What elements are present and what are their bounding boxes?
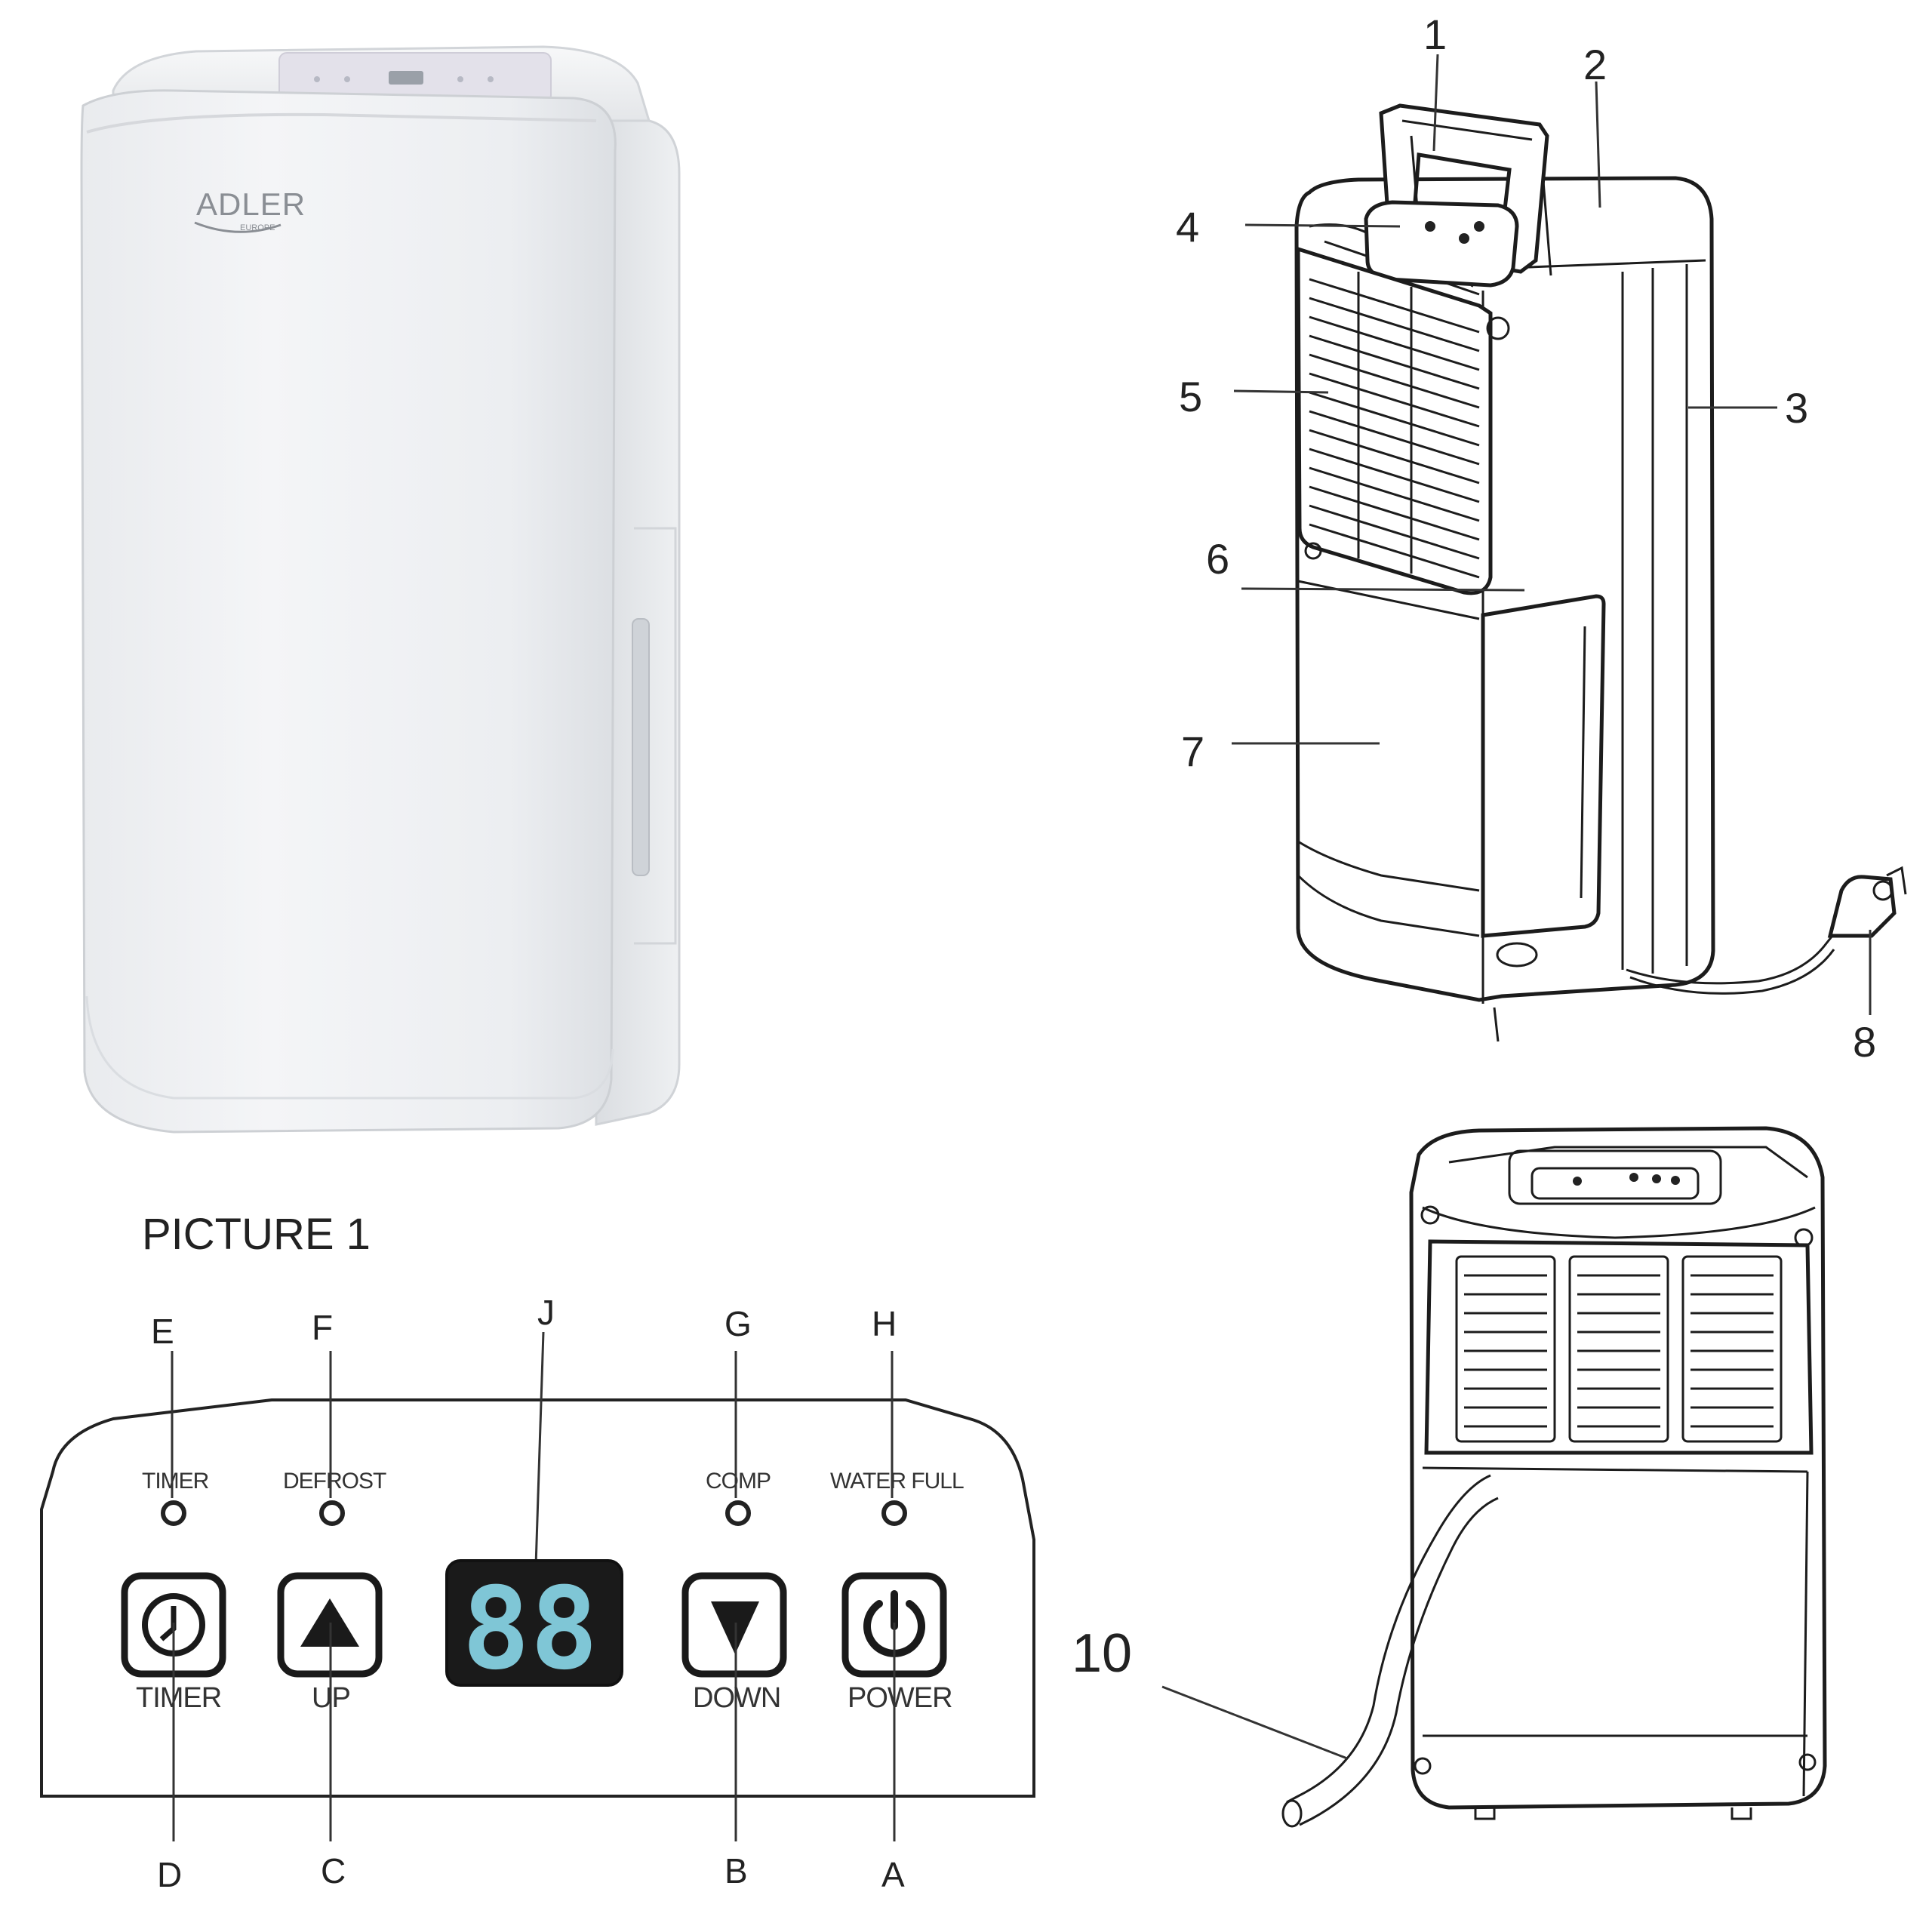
water-full-indicator-led	[881, 1500, 907, 1526]
defrost-indicator-led	[319, 1500, 345, 1526]
indicator-label-defrost: DEFROST	[283, 1469, 386, 1494]
callout-3: 3	[1785, 384, 1808, 432]
letter-b: B	[724, 1851, 748, 1890]
letter-g: G	[724, 1304, 752, 1343]
indicator-label-comp: COMP	[706, 1469, 771, 1494]
hose-callout: 10	[1072, 1623, 1348, 1760]
letter-j: J	[537, 1293, 555, 1332]
letter-d: D	[157, 1855, 182, 1894]
picture-title: PICTURE 1	[142, 1210, 371, 1259]
indicator-label-timer: TIMER	[142, 1469, 209, 1494]
timer-indicator-led	[161, 1500, 186, 1526]
callout-6: 6	[1206, 535, 1229, 583]
digital-display	[445, 1559, 623, 1687]
control-panel-outline	[40, 1398, 1035, 1798]
down-button[interactable]	[681, 1572, 787, 1678]
letter-e: E	[151, 1312, 174, 1351]
letter-f: F	[312, 1308, 333, 1347]
rear-view-callouts: 1 2 3 4 5 6 7 8	[1176, 11, 1876, 1066]
indicator-label-water-full: WATER FULL	[830, 1469, 964, 1494]
brand-subtitle: EUROPE	[240, 223, 275, 232]
control-panel-figure: PICTURE 1 E F J G H TIMER DEFROST COMP W…	[40, 1210, 1035, 1894]
letter-c: C	[321, 1851, 346, 1890]
callout-7: 7	[1181, 728, 1204, 775]
timer-button-label: TIMER	[136, 1682, 221, 1714]
display-digits: 88	[462, 1564, 598, 1695]
callout-10: 10	[1072, 1623, 1132, 1684]
down-button-label: DOWN	[693, 1682, 780, 1714]
letter-h: H	[872, 1304, 897, 1343]
comp-indicator-led	[725, 1500, 751, 1526]
rear-view-drawing	[1294, 103, 1907, 1042]
hose-view-drawing	[1281, 1126, 1827, 1828]
callout-5: 5	[1179, 373, 1202, 420]
brand-logo: ADLER	[196, 186, 306, 222]
callout-1: 1	[1423, 11, 1447, 58]
callout-2: 2	[1583, 41, 1607, 88]
callout-8: 8	[1853, 1018, 1876, 1066]
letter-a: A	[881, 1855, 905, 1894]
power-button-label: POWER	[848, 1682, 952, 1714]
callout-4: 4	[1176, 203, 1199, 251]
product-photo: ADLER EUROPE	[80, 45, 681, 1134]
